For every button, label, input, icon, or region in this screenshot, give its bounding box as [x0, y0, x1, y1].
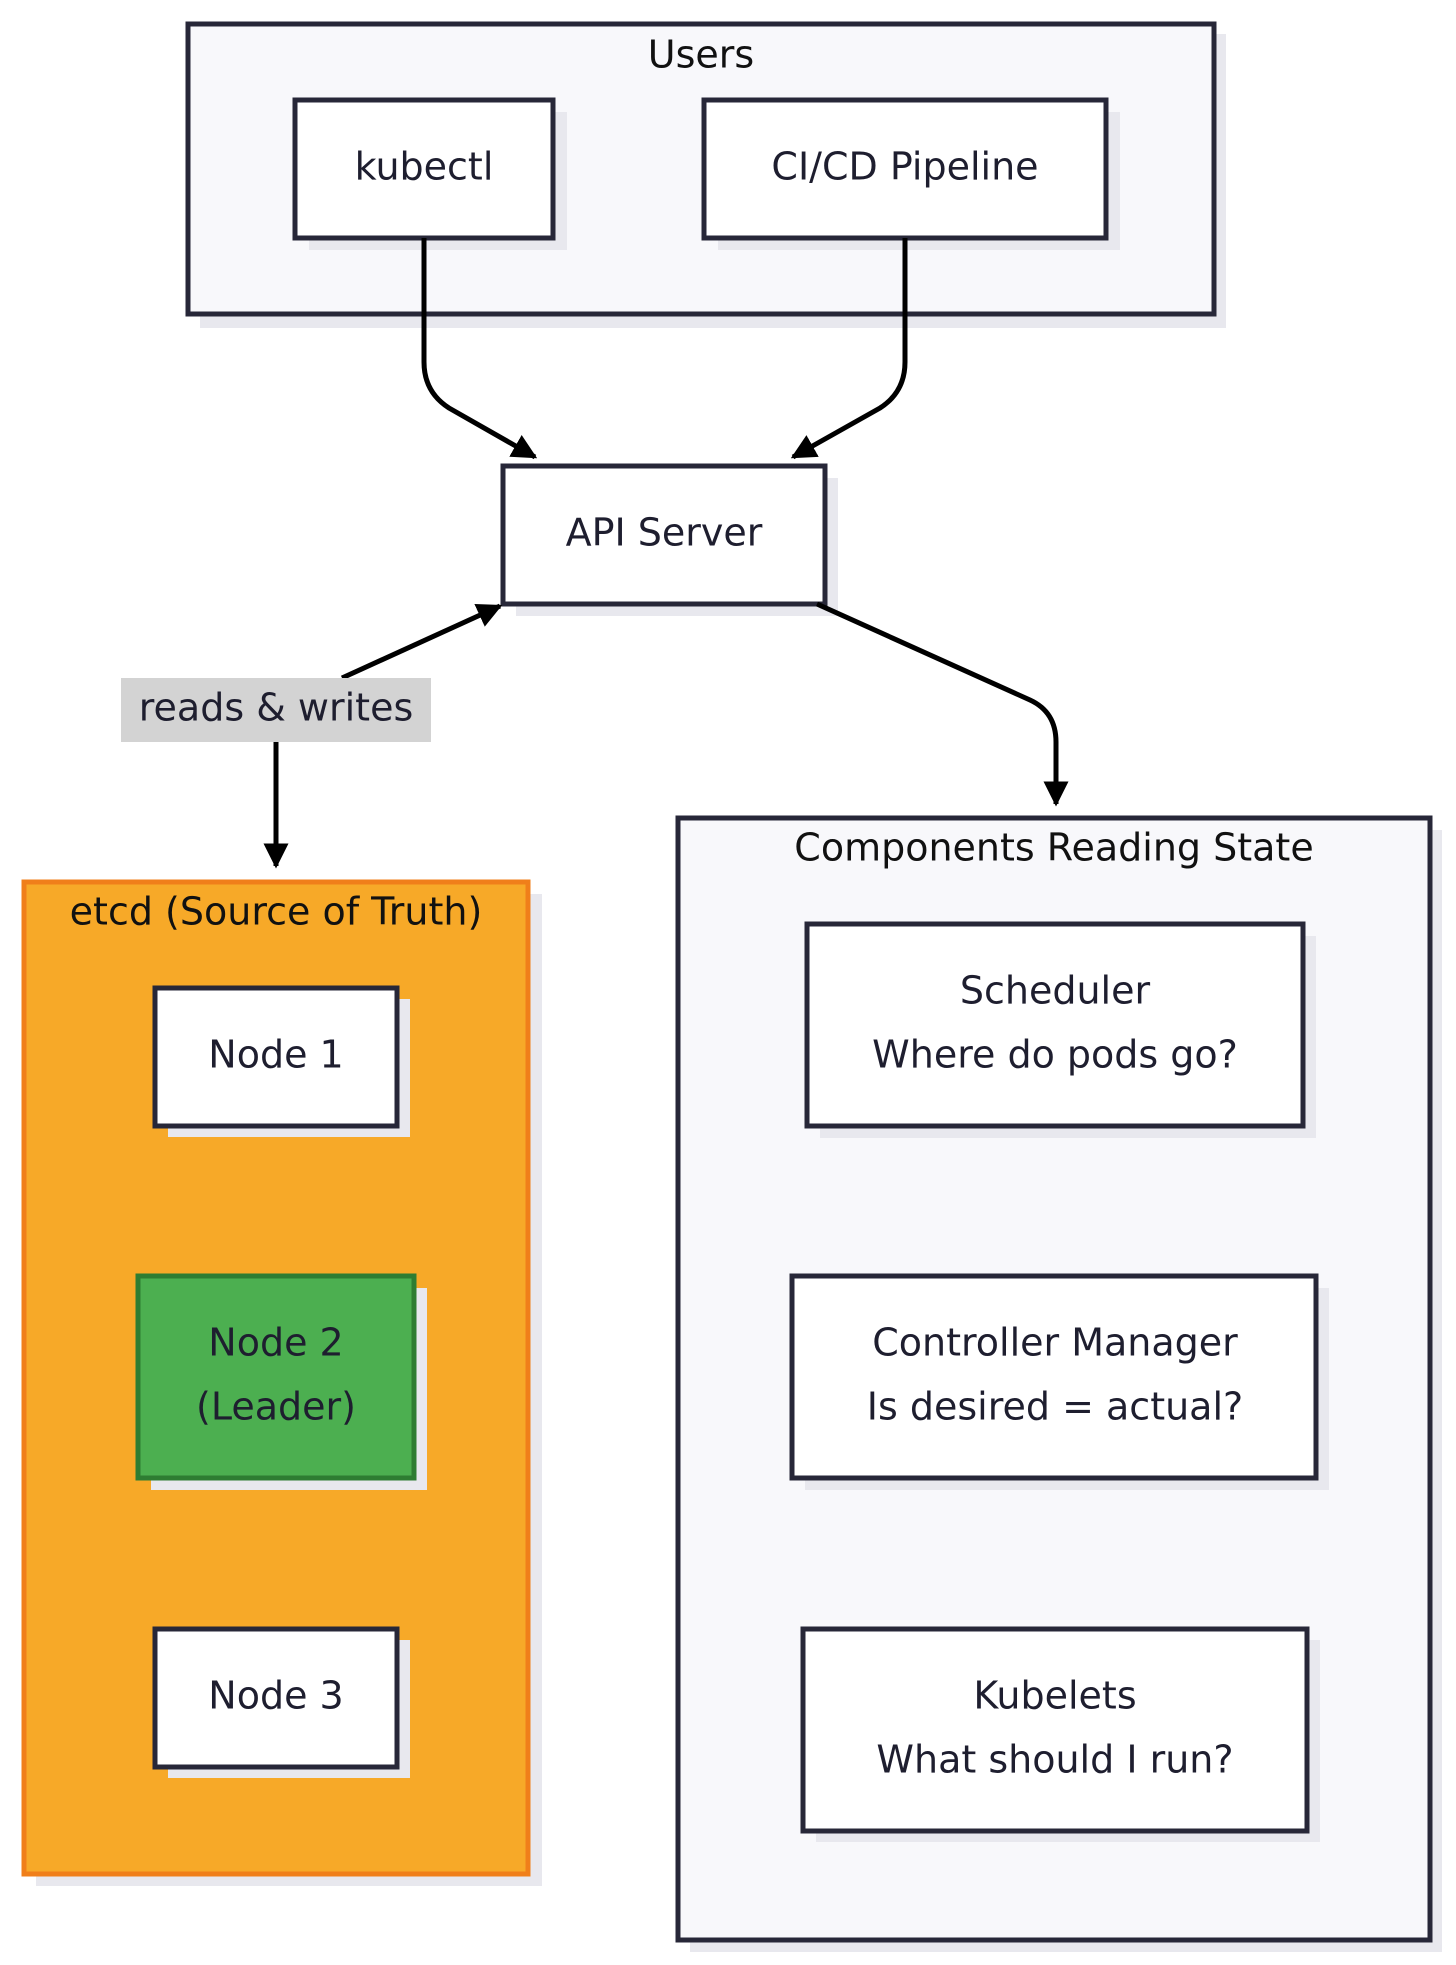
scheduler-description: Where do pods go?: [872, 1033, 1238, 1077]
edge-kubectl-to-api-server: [421, 238, 538, 460]
etcd-node-1-label: Node 1: [208, 1033, 343, 1077]
api-server-node[interactable]: API Server: [500, 463, 838, 616]
edge-label-reads-writes: reads & writes: [121, 678, 431, 742]
kubelets-node[interactable]: Kubelets What should I run?: [800, 1626, 1320, 1842]
kubectl-node[interactable]: kubectl: [292, 97, 567, 250]
etcd-node-2-leader[interactable]: Node 2 (Leader): [135, 1273, 427, 1490]
etcd-cluster-title: etcd (Source of Truth): [70, 890, 483, 934]
users-cluster-title: Users: [648, 33, 754, 77]
controller-manager-description: Is desired = actual?: [867, 1385, 1243, 1429]
edge-etcd-api-server-upper: [340, 603, 503, 681]
kubectl-label: kubectl: [355, 145, 494, 189]
scheduler-node[interactable]: Scheduler Where do pods go?: [804, 921, 1316, 1138]
edge-cicd-to-api-server: [790, 238, 908, 460]
controller-manager-node[interactable]: Controller Manager Is desired = actual?: [789, 1273, 1329, 1490]
api-server-label: API Server: [566, 511, 763, 555]
cicd-pipeline-label: CI/CD Pipeline: [771, 145, 1038, 189]
kubelets-description: What should I run?: [876, 1738, 1233, 1782]
reads-writes-label: reads & writes: [139, 686, 414, 730]
controller-manager-label: Controller Manager: [872, 1321, 1238, 1365]
etcd-node-3[interactable]: Node 3: [152, 1626, 410, 1778]
components-cluster-title: Components Reading State: [794, 826, 1313, 870]
scheduler-label: Scheduler: [960, 969, 1151, 1013]
kubelets-label: Kubelets: [973, 1674, 1136, 1718]
etcd-node-2-label: Node 2: [208, 1321, 343, 1365]
edge-api-server-to-components: [815, 601, 1069, 807]
etcd-node-3-label: Node 3: [208, 1674, 343, 1718]
etcd-node-2-role: (Leader): [196, 1385, 356, 1429]
etcd-node-1[interactable]: Node 1: [152, 985, 410, 1137]
cicd-pipeline-node[interactable]: CI/CD Pipeline: [701, 97, 1120, 250]
